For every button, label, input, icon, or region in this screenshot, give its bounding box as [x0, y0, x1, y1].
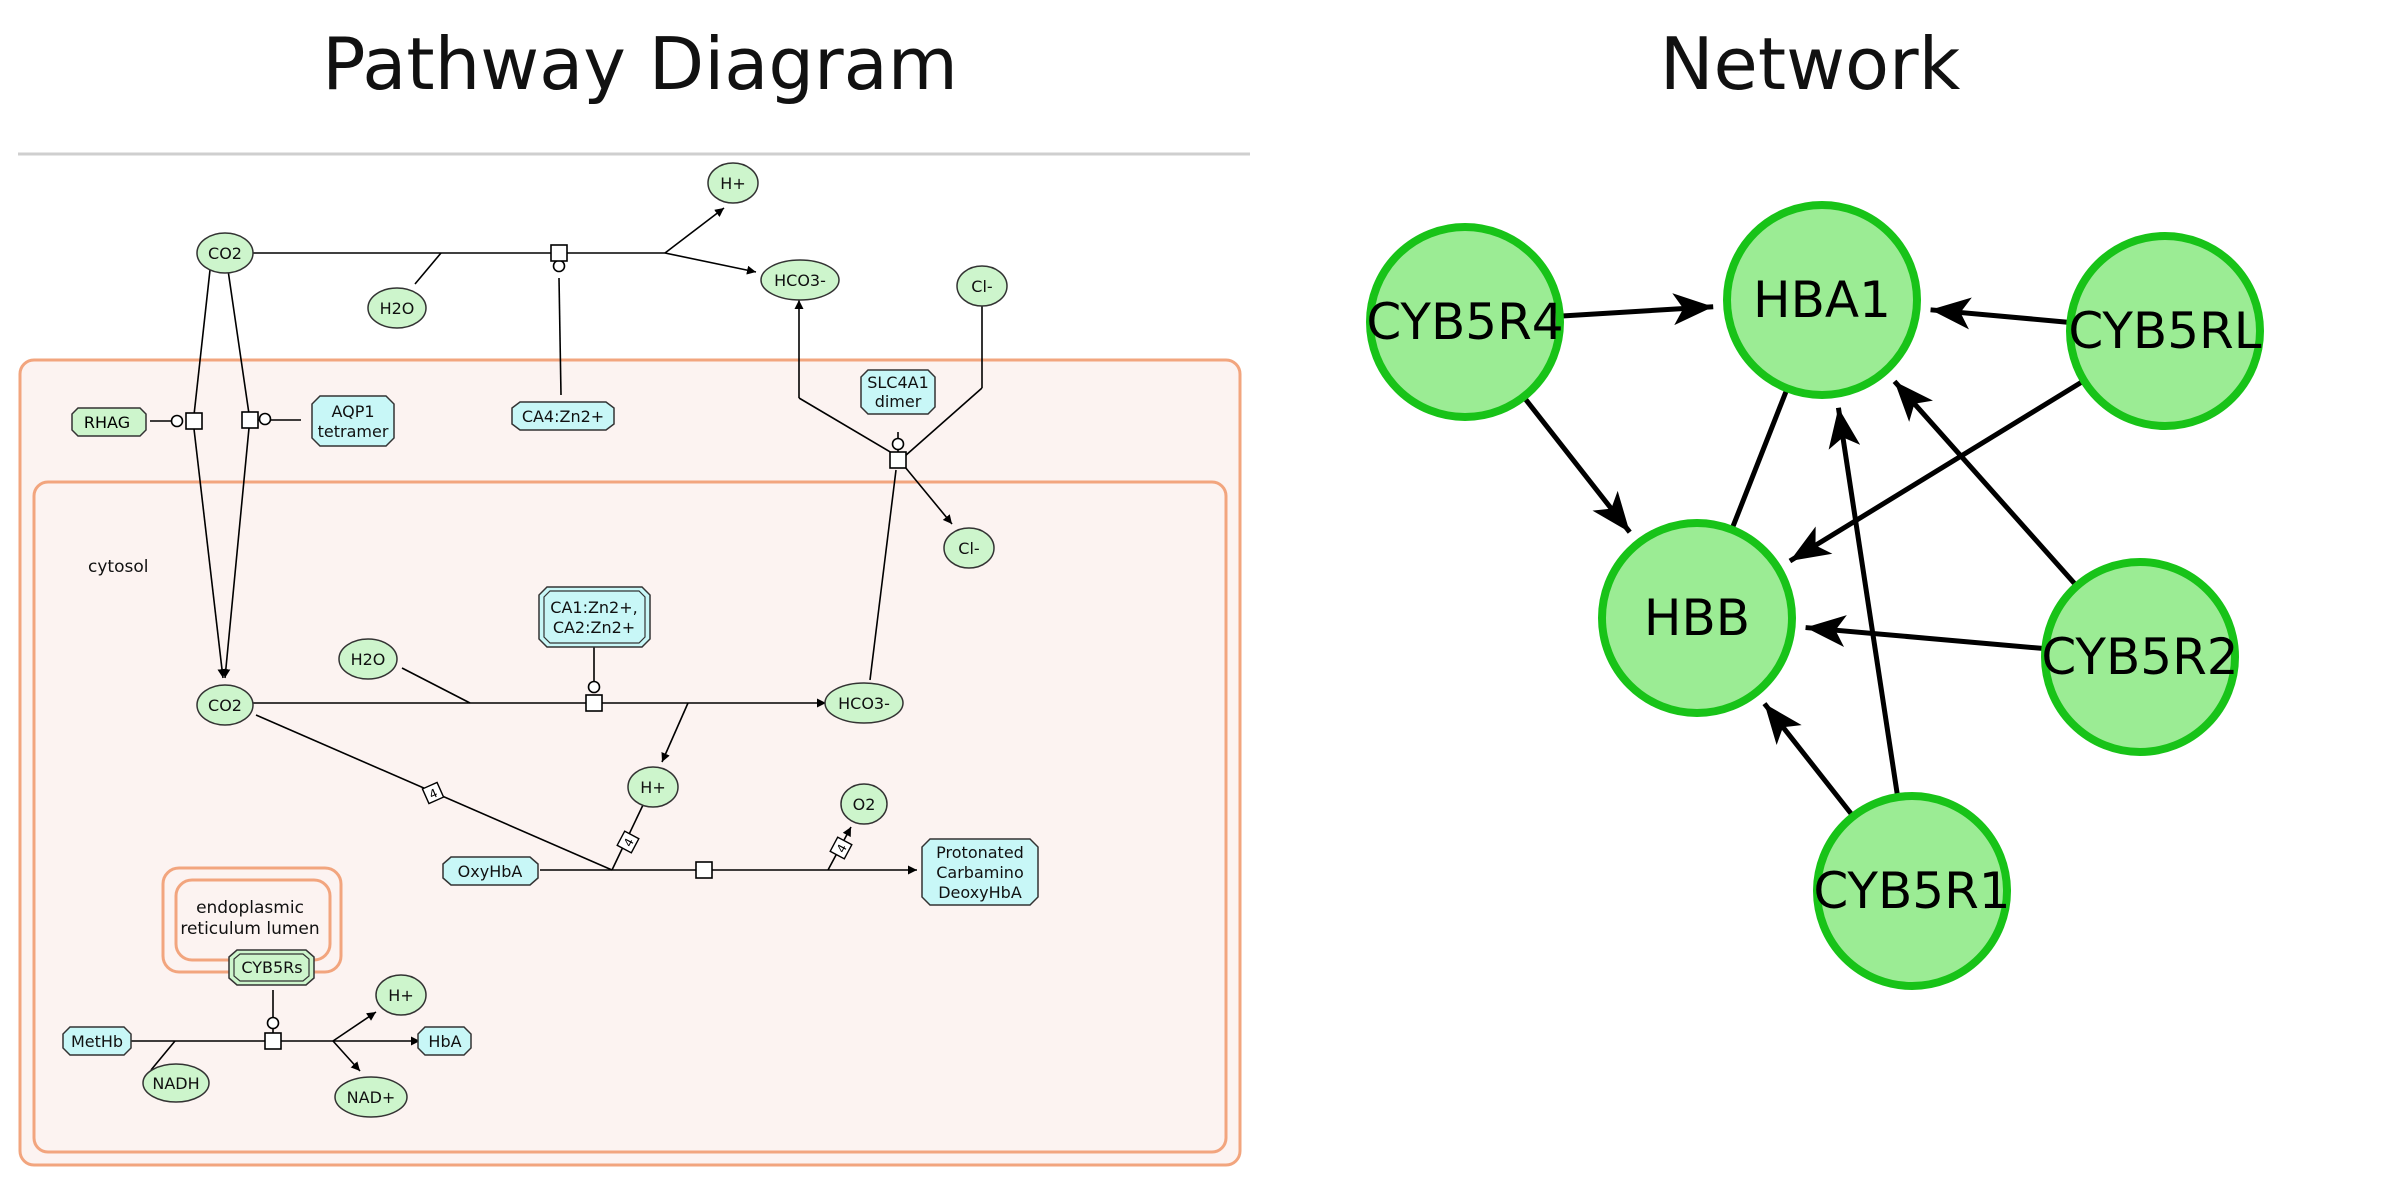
h2o-extracellular-node[interactable] — [367, 287, 427, 329]
methb-node[interactable] — [62, 1026, 132, 1056]
node-cyb5rl[interactable]: CYB5RL — [2066, 232, 2264, 430]
er-label-2: reticulum lumen — [180, 919, 319, 939]
node-cyb5r1[interactable]: CYB5R1 — [1813, 792, 2011, 990]
aqp1-tetramer-node[interactable] — [311, 395, 395, 447]
cl-cytosol-node[interactable] — [943, 527, 995, 569]
node-cyb5r2[interactable]: CYB5R2 — [2041, 558, 2239, 756]
cyb5rs-label: CYB5Rs — [241, 958, 302, 977]
cl-in-label: Cl- — [958, 539, 979, 558]
nad-plus-label: NAD+ — [347, 1088, 396, 1107]
ca1-ca2-complex-inner-border — [543, 590, 646, 644]
aqp1-label-1: AQP1 — [331, 402, 374, 421]
nad-plus-node[interactable] — [334, 1076, 408, 1118]
slc4a1-dimer-node[interactable] — [860, 369, 936, 415]
ca1-ca2-complex-node[interactable] — [538, 586, 651, 648]
prot-label-2: Carbamino — [936, 863, 1023, 882]
ca12-label-2: CA2:Zn2+ — [553, 618, 635, 637]
h-plus-top-node[interactable] — [707, 162, 759, 204]
pathway-title: Pathway Diagram — [322, 22, 958, 106]
edge-cyb5r2-hba1[interactable] — [1892, 379, 2079, 588]
reaction-nodes — [185, 244, 907, 1050]
pathway-diagram: cytosol endoplasmic reticulum lumen — [18, 152, 1250, 1167]
node-circle[interactable] — [2041, 558, 2239, 756]
protonated-carbamino-deoxyhba-node[interactable] — [921, 838, 1039, 906]
hco3-in-label: HCO3- — [838, 694, 890, 713]
node-cyb5r4[interactable]: CYB5R4 — [1366, 223, 1564, 421]
h2o-in-label: H2O — [351, 650, 386, 669]
aqp1-label-2: tetramer — [318, 422, 389, 441]
hba-label: HbA — [428, 1032, 461, 1051]
node-circle[interactable] — [2066, 232, 2264, 430]
node-hba1[interactable]: HBA1 — [1723, 201, 1921, 399]
network-edges — [1521, 293, 2086, 818]
o2-label: O2 — [853, 795, 876, 814]
edge-cyb5rl-hbb[interactable] — [1788, 378, 2086, 564]
edge-cyb5r4-hba1[interactable] — [1559, 293, 1714, 326]
rhag-node[interactable] — [71, 407, 147, 437]
network-title: Network — [1659, 22, 1961, 106]
node-circle[interactable] — [1813, 792, 2011, 990]
nadh-label: NADH — [152, 1074, 199, 1093]
edge-cyb5rl-hba1[interactable] — [1930, 297, 2071, 330]
co2-cytosol-node[interactable] — [196, 684, 254, 726]
cyb5rs-inner-border — [233, 953, 310, 982]
hco3-out-label: HCO3- — [774, 271, 826, 290]
node-circle[interactable] — [1723, 201, 1921, 399]
slc4a1-label-1: SLC4A1 — [867, 373, 929, 392]
rhag-label: RHAG — [84, 413, 130, 432]
prot-label-1: Protonated — [936, 843, 1024, 862]
edge-cyb5r4-hbb[interactable] — [1521, 395, 1632, 534]
edge-cyb5r1-hba1[interactable] — [1828, 407, 1901, 798]
node-hbb[interactable]: HBB — [1598, 519, 1796, 717]
edge-cyb5r2-hbb[interactable] — [1805, 615, 2046, 652]
o2-node[interactable] — [840, 783, 888, 825]
ca4-zn-node[interactable] — [511, 401, 615, 431]
hco3-cytosol-node[interactable] — [824, 682, 904, 724]
oxyhba-node[interactable] — [442, 856, 539, 886]
co2-extracellular-node[interactable] — [196, 232, 254, 274]
node-label: HBA1 — [1753, 271, 1891, 329]
cl-extracellular-node[interactable] — [956, 265, 1008, 307]
co2-out-label: CO2 — [208, 244, 242, 263]
stoichiometry-tags: 4 4 4 — [421, 781, 853, 860]
node-label: HBB — [1644, 589, 1750, 647]
oxyhba-label: OxyHbA — [458, 862, 523, 881]
co2-in-label: CO2 — [208, 696, 242, 715]
node-label: CYB5R1 — [1813, 862, 2010, 920]
cl-out-label: Cl- — [971, 277, 992, 296]
h2o-out-label: H2O — [380, 299, 415, 318]
node-circle[interactable] — [1366, 223, 1564, 421]
h-plus-cytosol-node[interactable] — [627, 766, 679, 808]
ca4-label: CA4:Zn2+ — [522, 407, 604, 426]
methb-label: MetHb — [71, 1032, 123, 1051]
slc4a1-label-2: dimer — [875, 392, 922, 411]
catalysis-markers — [170, 259, 905, 1030]
er-label-1: endoplasmic — [196, 898, 304, 918]
node-label: CYB5R4 — [1366, 293, 1563, 351]
node-label: CYB5R2 — [2041, 628, 2238, 686]
edge-hbb-hba1[interactable] — [1729, 387, 1790, 531]
cytosol-compartment — [32, 480, 1228, 1154]
h-plus-mid-label: H+ — [640, 778, 665, 797]
cyb5rs-node[interactable] — [228, 949, 315, 986]
hba-node[interactable] — [417, 1026, 472, 1056]
ca12-label-1: CA1:Zn2+, — [550, 598, 637, 617]
hco3-extracellular-node[interactable] — [760, 259, 840, 301]
prot-label-3: DeoxyHbA — [938, 883, 1022, 902]
cytosol-label: cytosol — [88, 557, 148, 577]
node-label: CYB5RL — [2068, 302, 2261, 360]
h2o-cytosol-node[interactable] — [338, 638, 398, 680]
nadh-node[interactable] — [142, 1063, 210, 1103]
node-circle[interactable] — [1598, 519, 1796, 717]
h-plus-top-label: H+ — [720, 174, 745, 193]
edge-cyb5r1-hbb[interactable] — [1762, 702, 1856, 818]
pathway-edges — [97, 207, 983, 1072]
h-plus-bottom-node[interactable] — [375, 974, 427, 1016]
h-plus-bottom-label: H+ — [388, 986, 413, 1005]
